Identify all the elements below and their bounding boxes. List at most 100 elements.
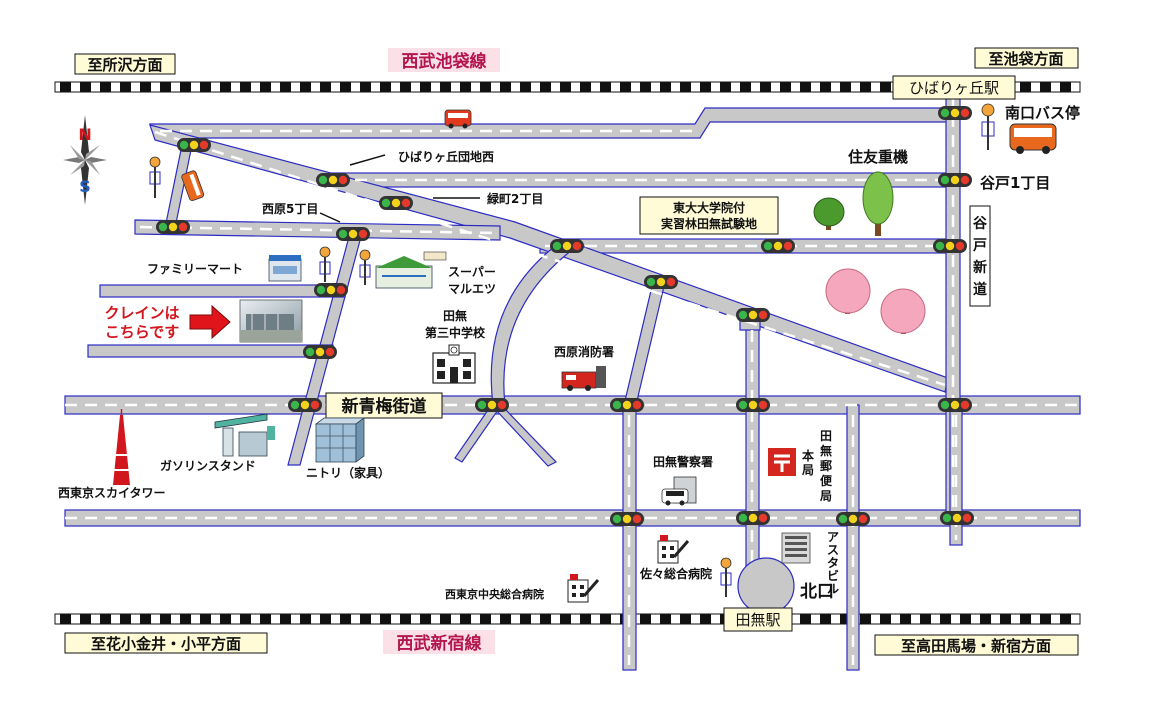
tree-icon [813, 197, 845, 230]
station-tanashi: 田無駅 [723, 607, 793, 632]
tree-icon [862, 171, 894, 236]
label-sumitomo: 住友重機 [848, 148, 908, 166]
label-fire-station: 西原消防署 [554, 344, 614, 359]
bus-stop-icon [359, 249, 371, 285]
road-centerlines [65, 95, 1080, 665]
svg-text:至所沢方面: 至所沢方面 [87, 56, 162, 74]
bus-icon [444, 109, 472, 129]
svg-text:こちらです: こちらです [105, 323, 180, 341]
traffic-signal-icon [938, 106, 972, 120]
traffic-signal-icon [177, 138, 211, 152]
bus-icon-large [1009, 123, 1057, 154]
road-north-top [149, 107, 951, 139]
traffic-signal-icon [736, 511, 770, 525]
traffic-signal-icon [379, 196, 413, 210]
svg-text:至池袋方面: 至池袋方面 [988, 50, 1063, 68]
road-name-shin-ome: 新青梅街道 [325, 392, 443, 419]
fire-truck-icon [561, 366, 606, 391]
compass-south: S [79, 177, 91, 196]
svg-text:西武池袋線: 西武池袋線 [402, 51, 487, 72]
traffic-signal-icon [933, 239, 967, 253]
railway-bottom [54, 613, 1081, 625]
road-v-fire [623, 281, 666, 406]
label-skytower: 西東京スカイタワー [58, 485, 166, 500]
traffic-signal-icon [938, 173, 972, 187]
post-office-icon [768, 448, 796, 476]
compass-icon: N S [63, 115, 107, 205]
traffic-signal-icon [836, 512, 870, 526]
label-school-2: 第三中学校 [425, 325, 486, 340]
school-icon [432, 344, 476, 384]
label-asta: アスタビル [827, 530, 839, 596]
police-station-icon [661, 476, 697, 506]
traffic-signal-icon [288, 398, 322, 412]
traffic-signal-icon [938, 398, 972, 412]
label-family-mart: ファミリーマート [147, 262, 243, 276]
hospital-icon [657, 535, 690, 564]
svg-text:実習林田無試験地: 実習林田無試験地 [661, 216, 757, 231]
label-maruetsu-1: スーパー [448, 265, 496, 279]
svg-text:西武新宿線: 西武新宿線 [397, 633, 482, 654]
asta-building-icon [781, 532, 811, 564]
direction-top-left: 至所沢方面 [74, 53, 176, 75]
traffic-signal-icon [736, 398, 770, 412]
svg-text:田無駅: 田無駅 [735, 611, 780, 629]
direction-bottom-left: 至花小金井・小平方面 [64, 632, 268, 654]
traffic-signal-icon [475, 398, 509, 412]
road-curve [490, 239, 573, 406]
svg-text:東大大学院付: 東大大学院付 [673, 200, 745, 215]
svg-text:ひばりヶ丘駅: ひばりヶ丘駅 [909, 79, 999, 97]
tower-icon [113, 409, 130, 485]
label-school-1: 田無 [443, 308, 467, 323]
svg-text:至高田馬場・新宿方面: 至高田馬場・新宿方面 [901, 637, 1051, 655]
road-west-a [99, 284, 346, 298]
label-sasa-hospital: 佐々総合病院 [639, 566, 712, 581]
gas-station-icon [214, 413, 275, 457]
label-police: 田無警察署 [653, 454, 713, 469]
crane-building-photo [239, 299, 303, 343]
traffic-signal-icon [736, 308, 770, 322]
label-maruetsu-2: マルエツ [448, 282, 496, 296]
hospital-icon [567, 574, 600, 603]
direction-bottom-right: 至高田馬場・新宿方面 [874, 634, 1079, 656]
traffic-signal-icon [940, 511, 974, 525]
road-west-b [87, 344, 334, 358]
svg-text:新青梅街道: 新青梅街道 [342, 396, 427, 417]
rail-line-label-bottom: 西武新宿線 [383, 630, 495, 654]
label-south-bus-stop: 南口バス停 [1005, 104, 1080, 122]
label-nishihara5: 西原5丁目 [262, 202, 318, 216]
label-post-office: 田無郵便局 [820, 429, 833, 503]
label-hibarigaoka-danchi: ひばりヶ丘団地西 [398, 149, 494, 164]
station-rotary [737, 557, 795, 615]
svg-text:クレインは: クレインは [104, 304, 179, 322]
todai-forest-label: 東大大学院付 実習林田無試験地 [639, 196, 779, 235]
traffic-signal-icon [644, 275, 678, 289]
bus-stop-icon [981, 103, 995, 150]
arrow-right-icon [189, 304, 231, 340]
road-network [64, 91, 1081, 671]
label-central-hospital: 西東京中央総合病院 [445, 587, 544, 601]
destination-callout[interactable]: クレインは こちらです [104, 299, 303, 343]
bus-stop-icon [149, 156, 161, 198]
convenience-store-icon [268, 255, 302, 282]
traffic-signal-icon [610, 398, 644, 412]
label-post-office-sub: 本局 [802, 448, 814, 477]
road-name-yato-text: 谷戸新道 [973, 216, 988, 298]
label-midoricho: 緑町2丁目 [487, 191, 543, 206]
road-diagonal-nw [149, 124, 949, 393]
direction-top-right: 至池袋方面 [974, 47, 1079, 69]
svg-text:至花小金井・小平方面: 至花小金井・小平方面 [91, 635, 241, 653]
traffic-signals [156, 106, 974, 526]
road-west-short [134, 219, 501, 241]
label-yato1: 谷戸1丁目 [980, 174, 1050, 192]
nitori-building-icon [314, 417, 366, 463]
label-nitori: ニトリ（家具） [306, 465, 390, 480]
traffic-signal-icon [761, 239, 795, 253]
rail-line-label-top: 西武池袋線 [388, 48, 500, 72]
bus-stop-icon [319, 246, 331, 282]
traffic-signal-icon [336, 227, 370, 241]
traffic-signal-icon [303, 345, 337, 359]
supermarket-icon [375, 251, 447, 289]
bus-stop-icon [720, 557, 732, 597]
